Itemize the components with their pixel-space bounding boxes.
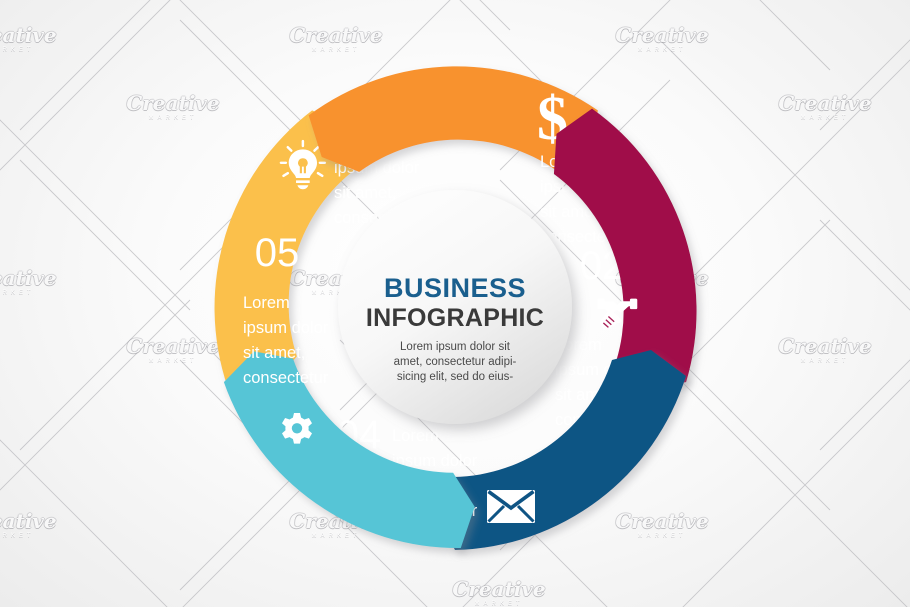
gear-icon bbox=[282, 413, 312, 444]
segment-05-text-4: consectetur bbox=[243, 369, 329, 387]
segment-01-shape[interactable] bbox=[170, 99, 446, 408]
segment-05-text-1: Lorem bbox=[243, 294, 290, 312]
watermark: Creative MARKET bbox=[0, 511, 70, 541]
envelope-icon bbox=[487, 490, 535, 523]
watermark: Creative MARKET bbox=[0, 25, 70, 55]
watermark-script: Creative bbox=[778, 334, 872, 358]
segment-05-text-2: ipsum dolor bbox=[243, 319, 329, 337]
hub-circle[interactable] bbox=[338, 190, 572, 424]
watermark-sub: MARKET bbox=[0, 533, 35, 539]
handshake-icon bbox=[597, 298, 638, 330]
segment-03[interactable] bbox=[490, 101, 740, 402]
watermark: Creative MARKET bbox=[765, 336, 885, 366]
watermark-script: Creative bbox=[778, 91, 872, 115]
segment-02[interactable] bbox=[293, 42, 614, 284]
hub-body-line-1: Lorem ipsum dolor sit bbox=[400, 341, 511, 353]
hub-subtitle: INFOGRAPHIC bbox=[366, 304, 544, 332]
watermark-sub: MARKET bbox=[0, 290, 35, 296]
hub-body-line-3: sicing elit, sed do eius- bbox=[397, 371, 514, 383]
segment-04-text-2: ipsum dolor bbox=[392, 452, 478, 470]
segment-03-shape[interactable] bbox=[490, 101, 740, 402]
watermark-sub: MARKET bbox=[0, 47, 35, 53]
segment-02-content: 02 Lorem ipsum dolor sit amet, consectet… bbox=[537, 85, 626, 288]
segment-02-shape[interactable] bbox=[293, 42, 614, 284]
segment-04-text-1: Lorem bbox=[392, 427, 439, 445]
segment-01-text-3: sit amet, bbox=[334, 184, 396, 202]
watermark: Creative MARKET bbox=[439, 579, 559, 607]
watermark-sub: MARKET bbox=[800, 358, 850, 364]
watermark: Creative MARKET bbox=[765, 93, 885, 123]
segment-02-text-3: sit amet, bbox=[540, 203, 602, 221]
hub-title: BUSINESS bbox=[384, 273, 526, 303]
hub[interactable]: BUSINESS INFOGRAPHIC Lorem ipsum dolor s… bbox=[338, 190, 572, 424]
segment-05[interactable] bbox=[218, 301, 486, 572]
watermark: Creative MARKET bbox=[0, 268, 70, 298]
lightbulb-icon bbox=[279, 139, 327, 190]
cycle-diagram: 01 Lorem ipsum dolor sit amet, consectet… bbox=[170, 42, 740, 572]
watermark-sub: MARKET bbox=[474, 601, 524, 607]
watermark-sub: MARKET bbox=[800, 115, 850, 121]
segment-05-content: 05 Lorem ipsum dolor sit amet, consectet… bbox=[243, 231, 329, 444]
watermark-script: Creative bbox=[0, 266, 57, 290]
segment-05-text-3: sit amet, bbox=[243, 344, 305, 362]
segment-05-number: 05 bbox=[255, 231, 300, 275]
hub-body-line-2: amet, consectetur adipi- bbox=[394, 356, 517, 368]
segment-05-shape[interactable] bbox=[218, 301, 486, 572]
watermark-script: Creative bbox=[0, 509, 57, 533]
watermark-script: Creative bbox=[452, 577, 546, 601]
segment-01[interactable] bbox=[170, 99, 446, 408]
watermark-script: Creative bbox=[0, 23, 57, 47]
